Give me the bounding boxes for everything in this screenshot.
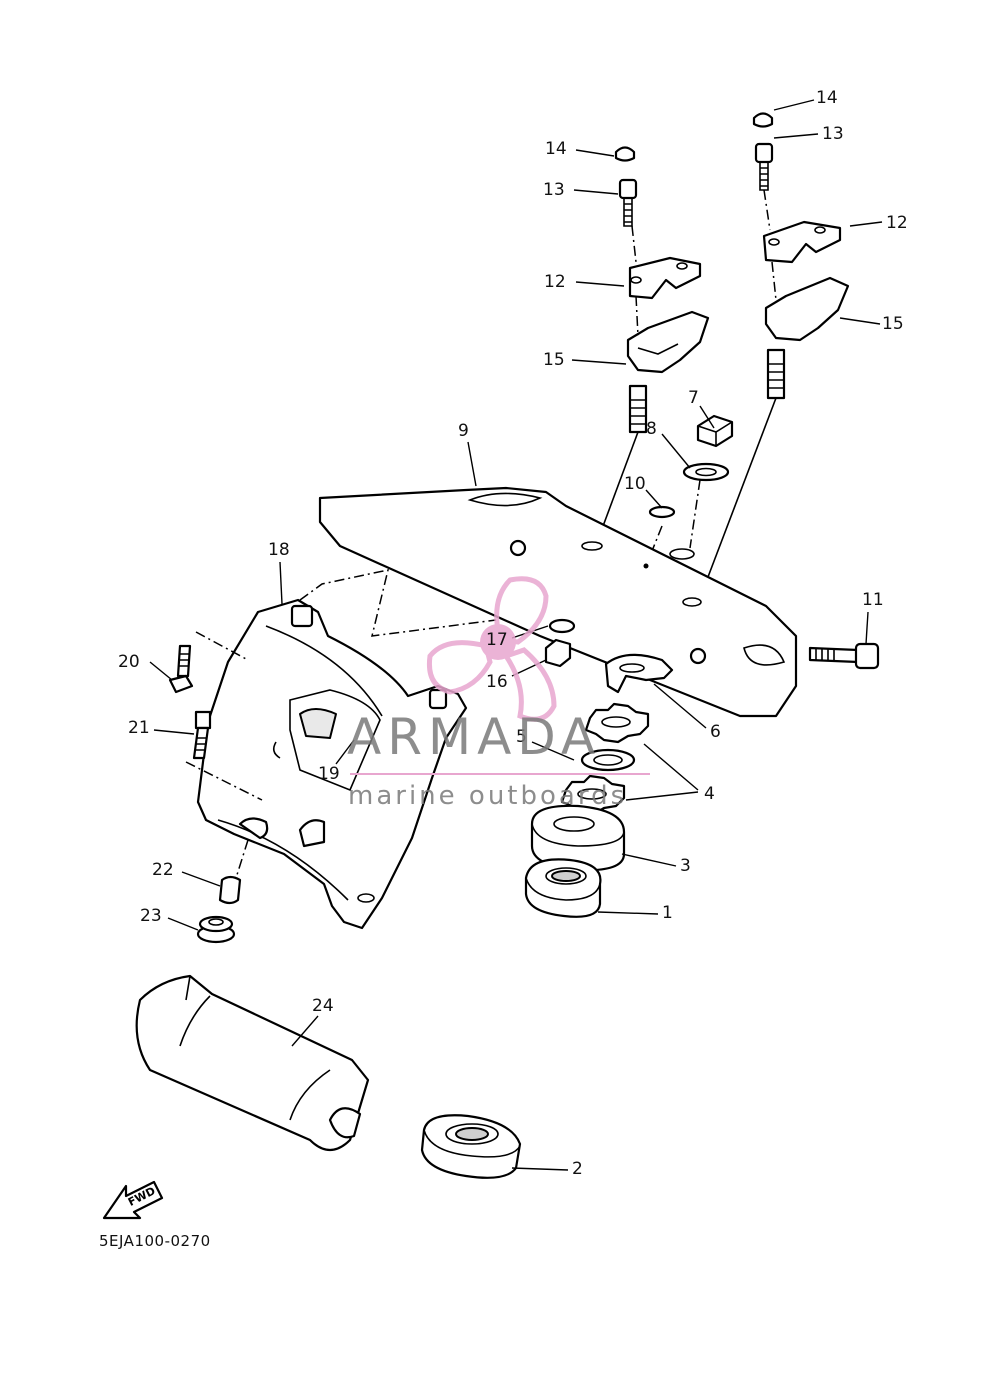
part-14-cap-right xyxy=(752,112,774,128)
part-14-cap-left xyxy=(614,146,636,162)
part-17-collar xyxy=(548,618,576,634)
callout-13-right: 13 xyxy=(822,124,844,144)
callout-22: 22 xyxy=(152,860,174,880)
part-15-lower-holder-left xyxy=(626,310,710,434)
callout-6: 6 xyxy=(710,722,721,742)
part-20-bolt xyxy=(168,644,194,694)
part-23-grommet xyxy=(196,915,236,944)
callout-10: 10 xyxy=(624,474,646,494)
callout-20: 20 xyxy=(118,652,140,672)
part-7-nut xyxy=(696,414,734,448)
callout-3: 3 xyxy=(680,856,691,876)
callout-9: 9 xyxy=(458,421,469,441)
callout-12-left: 12 xyxy=(544,272,566,292)
callout-2: 2 xyxy=(572,1159,583,1179)
callout-14-left: 14 xyxy=(545,139,567,159)
callout-4: 4 xyxy=(704,784,715,804)
part-8-washer xyxy=(682,462,730,482)
callout-21: 21 xyxy=(128,718,150,738)
callout-14-right: 14 xyxy=(816,88,838,108)
callout-16: 16 xyxy=(486,672,508,692)
part-4-ring-nut-upper xyxy=(584,702,650,744)
callout-5: 5 xyxy=(516,727,527,747)
part-13-bolt-left xyxy=(618,178,638,227)
fwd-arrow-icon xyxy=(102,1180,164,1220)
callout-24: 24 xyxy=(312,996,334,1016)
part-12-upper-holder-right xyxy=(762,220,842,264)
part-22-collar xyxy=(218,875,242,905)
callout-19: 19 xyxy=(318,764,340,784)
part-18-cover-bracket xyxy=(196,598,468,930)
leader-lines xyxy=(149,99,883,1171)
callout-17: 17 xyxy=(486,630,508,650)
watermark-subtitle: marine outboards xyxy=(348,781,628,811)
callout-7: 7 xyxy=(688,388,699,408)
watermark-logo-icon xyxy=(426,576,557,722)
callout-18: 18 xyxy=(268,540,290,560)
part-6-lock-washer xyxy=(604,653,674,694)
callout-12-right: 12 xyxy=(886,213,908,233)
callout-13-left: 13 xyxy=(543,180,565,200)
callout-11: 11 xyxy=(862,590,884,610)
part-9-upper-bracket xyxy=(318,486,798,718)
callout-15-left: 15 xyxy=(543,350,565,370)
part-13-bolt-right xyxy=(754,142,774,191)
callout-23: 23 xyxy=(140,906,162,926)
part-21-bolt xyxy=(192,710,212,760)
watermark-title: ARMADA xyxy=(347,708,602,766)
part-16-nut xyxy=(544,638,572,668)
callout-1: 1 xyxy=(662,903,673,923)
part-15-lower-holder-right xyxy=(764,276,850,400)
watermark-divider xyxy=(350,773,650,775)
callout-8: 8 xyxy=(646,419,657,439)
part-5-washer xyxy=(580,748,636,772)
part-24-cover xyxy=(135,974,370,1152)
part-1-bearing xyxy=(524,858,602,918)
part-11-bolt xyxy=(808,642,880,670)
callout-15-right: 15 xyxy=(882,314,904,334)
part-2-lower-bearing xyxy=(420,1114,522,1179)
part-12-upper-holder-left xyxy=(628,256,702,300)
part-10-plug xyxy=(648,505,676,519)
diagram-code: 5EJA100-0270 xyxy=(99,1232,211,1250)
